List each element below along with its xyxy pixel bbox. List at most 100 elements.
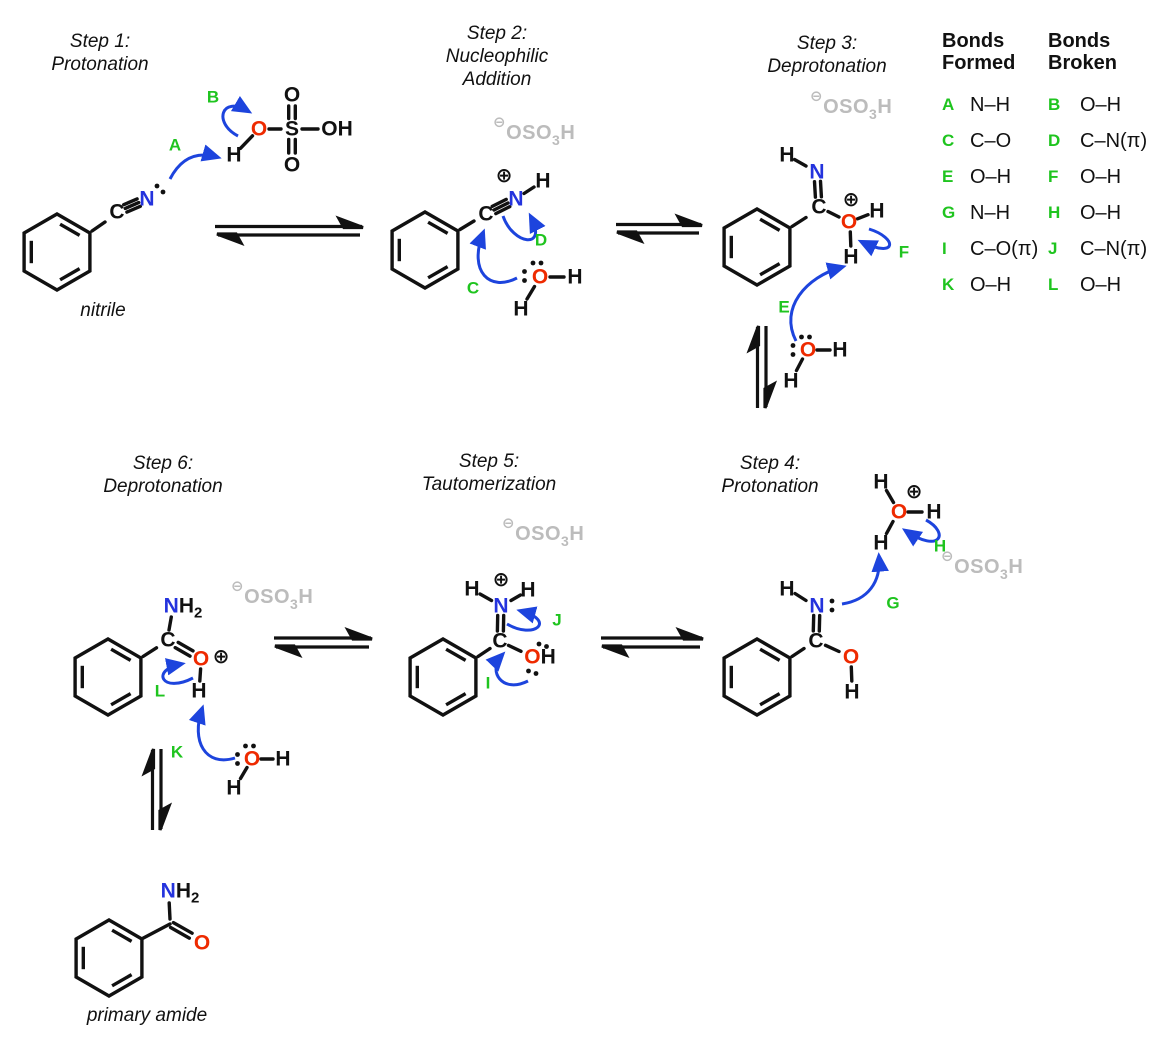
table-row-bond: N–H — [970, 94, 1011, 116]
step3-nitrogen-label: N — [809, 160, 825, 184]
arrow-label-J: J — [552, 610, 562, 630]
arrow-label-D: D — [534, 230, 548, 250]
curved-arrow-D — [501, 212, 546, 242]
step4-hydronium-h-bottom-label: H — [873, 531, 889, 555]
counterion-text: H — [877, 96, 893, 118]
arrow-label-F: F — [898, 242, 910, 262]
step3-title: Step 3: Deprotonation — [737, 32, 917, 78]
minus-charge-icon: ⊖ — [502, 515, 516, 532]
step3-bonds — [790, 157, 870, 373]
step2-nitrogen-label: N — [508, 187, 524, 211]
step6-nh2-label: NH2 — [163, 594, 203, 621]
curved-arrow-E — [789, 262, 847, 342]
primary-amide-caption: primary amide — [86, 1005, 208, 1026]
step4-carbon-label: C — [808, 629, 824, 653]
arrow-label-B: B — [206, 87, 220, 107]
step6-water-h-bottom-label: H — [226, 776, 242, 800]
step1-sulfonyl-o-bottom-label: O — [283, 153, 301, 177]
arrow-label-L: L — [154, 681, 166, 701]
counterion-subscript: 3 — [561, 533, 570, 549]
step5-nitrogen-label: N — [493, 594, 509, 618]
amide-nitrogen-label: N — [160, 879, 176, 903]
curved-arrow-F — [857, 227, 891, 257]
step2-bonds — [458, 185, 566, 301]
step6-nh2-subscript: 2 — [194, 604, 203, 622]
benzene-ring-step3 — [722, 207, 792, 287]
curved-arrow-K — [188, 704, 236, 762]
equilibrium-arrow-step1-step2 — [215, 215, 364, 247]
step1-oh-label: OH — [321, 117, 353, 141]
step2-water-h-bottom-label: H — [513, 297, 529, 321]
curved-arrow-B — [221, 96, 253, 138]
curved-arrow-L — [161, 658, 194, 685]
step1-acid-h-label: H — [226, 143, 242, 167]
amide-nh2-subscript: 2 — [191, 889, 200, 907]
step6-nitrogen-label: N — [163, 594, 179, 618]
step3-water-h-bottom-label: H — [783, 369, 799, 393]
curved-arrow-J — [506, 606, 541, 632]
step5-title: Step 5: Tautomerization — [399, 450, 579, 496]
step6-water-o-label: O — [243, 747, 261, 771]
step1-title-line: Protonation — [51, 54, 149, 75]
table-row-bond: N–H — [970, 202, 1011, 224]
step4-bonds — [790, 488, 924, 683]
table-row-bond: C–N(π) — [1080, 130, 1148, 152]
table-row-letter: G — [942, 203, 956, 222]
counterion-text: OSO — [244, 586, 291, 608]
curved-arrow-A — [168, 144, 222, 180]
arrow-label-E: E — [778, 297, 790, 317]
amide-nh2-h-label: H — [175, 879, 191, 903]
bonds-broken-header-line: Broken — [1048, 52, 1117, 74]
benzene-ring-step5 — [408, 637, 478, 717]
step3-oh-right-label: H — [869, 199, 885, 223]
step4-hydronium-o-label: O — [890, 500, 908, 524]
step1-lone-pair-dots — [154, 183, 166, 195]
step3-water-lone-pairs — [790, 334, 812, 357]
equilibrium-arrow-step6-step5 — [274, 626, 373, 659]
bonds-broken-header-line: Bonds — [1048, 30, 1111, 52]
curved-arrow-I — [485, 651, 529, 687]
curved-arrow-H — [901, 518, 941, 547]
step1-sulfur-label: S — [284, 117, 300, 141]
benzene-ring-step2 — [390, 210, 460, 290]
step6-carbon-label: C — [160, 628, 176, 652]
step5-oxygen-label: O — [524, 645, 541, 669]
plus-charge-icon: ⊕ — [842, 189, 860, 211]
table-row-letter: A — [942, 95, 955, 114]
step4-hydronium-h-right-label: H — [926, 500, 942, 524]
plus-charge-icon: ⊕ — [495, 165, 513, 187]
step1-sulfonyl-o-top-label: O — [283, 83, 301, 107]
amide-oxygen-label: O — [193, 931, 211, 955]
step4-nitrogen-lone-pair — [829, 598, 835, 613]
counterion-text: OSO — [823, 96, 870, 118]
step6-water-lone-pairs — [235, 743, 256, 766]
step1-bonds — [90, 104, 320, 233]
step6-oxygen-label: O — [192, 647, 210, 671]
step6-title: Step 6: Deprotonation — [73, 452, 253, 498]
step2-water-h-right-label: H — [567, 265, 583, 289]
step4-title: Step 4: Protonation — [680, 452, 860, 498]
counterion-text: H — [569, 523, 585, 545]
table-row-letter: E — [942, 167, 954, 186]
minus-charge-icon: ⊖ — [810, 88, 824, 105]
table-row-letter: L — [1048, 275, 1059, 294]
benzene-ring-step6 — [73, 637, 143, 717]
step1-acid-o-label: O — [250, 117, 268, 141]
counterion-text: H — [560, 122, 576, 144]
step3-water-o-label: O — [799, 338, 817, 362]
step1-nitrogen-label: N — [139, 187, 155, 211]
table-row-bond: C–N(π) — [1080, 238, 1148, 260]
table-row-bond: O–H — [1080, 94, 1122, 116]
step3-water-h-right-label: H — [832, 338, 848, 362]
step1-carbon-label: C — [109, 200, 125, 224]
arrow-label-I: I — [485, 673, 491, 693]
equilibrium-arrow-step3-step4-vertical — [746, 325, 778, 409]
step2-title-line: Nucleophilic — [445, 46, 549, 67]
step5-oxygen-lone-pairs — [526, 641, 549, 676]
equilibrium-arrow-step6-amide-vertical — [141, 748, 173, 831]
